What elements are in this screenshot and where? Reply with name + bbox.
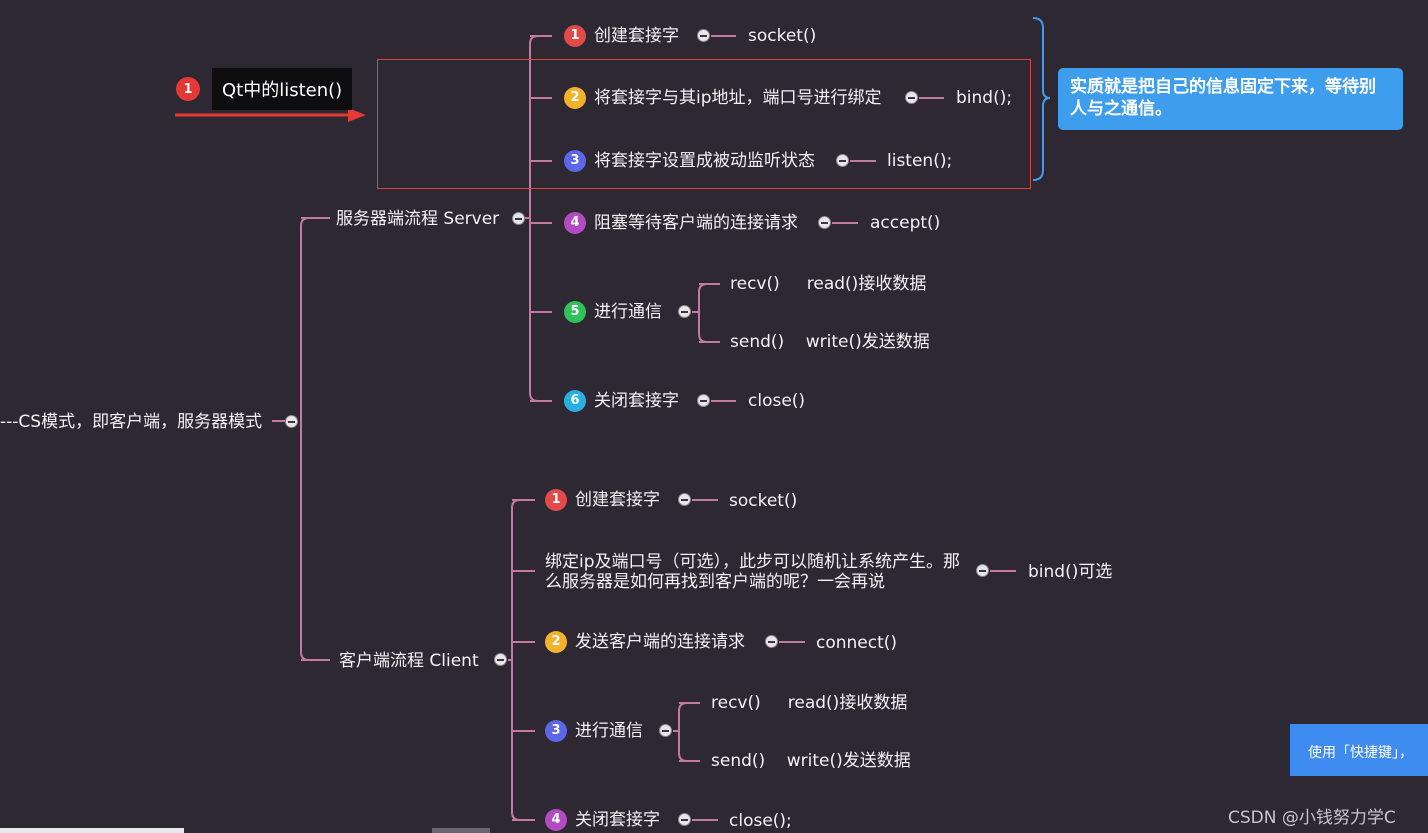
collapse-toggle-icon[interactable] (697, 29, 710, 42)
collapse-toggle-icon[interactable] (836, 154, 849, 167)
collapse-toggle-icon[interactable] (659, 724, 672, 737)
step-badge: 3 (545, 720, 567, 742)
server-step-2[interactable]: 2 将套接字与其ip地址，端口号进行绑定 (564, 87, 882, 109)
client-func-connect[interactable]: connect() (816, 633, 898, 653)
callout-arrowhead (348, 108, 366, 122)
step-badge: 5 (564, 301, 586, 323)
collapse-toggle-icon[interactable] (976, 564, 989, 577)
collapse-toggle-icon[interactable] (512, 212, 525, 225)
client-step-bind[interactable]: 绑定ip及端口号（可选），此步可以随机让系统产生。那么服务器是如何再找到客户端的… (545, 552, 961, 592)
watermark: CSDN @小钱努力学C (1228, 808, 1396, 828)
step-badge: 4 (545, 809, 567, 831)
step-badge: 2 (545, 631, 567, 653)
server-func-socket[interactable]: socket() (748, 26, 817, 46)
client-func-socket[interactable]: socket() (729, 491, 798, 511)
collapse-toggle-icon[interactable] (494, 653, 507, 666)
client-step-1[interactable]: 1 创建套接字 (545, 489, 660, 511)
collapse-toggle-icon[interactable] (765, 635, 778, 648)
scrollbar-thumb[interactable] (432, 828, 490, 833)
summary-bracket (1032, 17, 1051, 181)
collapse-toggle-icon[interactable] (678, 813, 691, 826)
client-step-4[interactable]: 4 关闭套接字 (545, 809, 660, 831)
collapse-toggle-icon[interactable] (285, 415, 298, 428)
server-recv[interactable]: recv() read()接收数据 (730, 274, 927, 294)
server-func-bind[interactable]: bind(); (956, 88, 1013, 108)
step-label: 关闭套接字 (575, 810, 660, 830)
client-func-close[interactable]: close(); (729, 811, 792, 831)
server-step-4[interactable]: 4 阻塞等待客户端的连接请求 (564, 212, 798, 234)
client-send[interactable]: send() write()发送数据 (711, 751, 911, 771)
client-func-bind[interactable]: bind()可选 (1028, 562, 1113, 582)
server-step-5[interactable]: 5 进行通信 (564, 301, 662, 323)
server-step-6[interactable]: 6 关闭套接字 (564, 390, 679, 412)
server-func-close[interactable]: close() (748, 391, 806, 411)
server-topic[interactable]: 服务器端流程 Server (336, 209, 500, 229)
step-label: 将套接字设置成被动监听状态 (594, 151, 815, 171)
collapse-toggle-icon[interactable] (905, 91, 918, 104)
root-topic[interactable]: ---CS模式，即客户端，服务器模式 (0, 412, 263, 432)
client-recv[interactable]: recv() read()接收数据 (711, 693, 908, 713)
server-func-listen[interactable]: listen(); (887, 151, 953, 171)
collapse-toggle-icon[interactable] (678, 305, 691, 318)
client-step-2[interactable]: 2 发送客户端的连接请求 (545, 631, 745, 653)
step-badge: 2 (564, 87, 586, 109)
collapse-toggle-icon[interactable] (678, 493, 691, 506)
callout-badge: 1 (176, 77, 200, 101)
step-badge: 3 (564, 150, 586, 172)
connector-line (511, 499, 521, 821)
step-label: 阻塞等待客户端的连接请求 (594, 213, 798, 233)
scrollbar-track[interactable] (0, 828, 184, 833)
step-label: 进行通信 (594, 302, 662, 322)
collapse-toggle-icon[interactable] (697, 394, 710, 407)
step-label: 进行通信 (575, 721, 643, 741)
step-badge: 4 (564, 212, 586, 234)
step-label: 将套接字与其ip地址，端口号进行绑定 (594, 88, 882, 108)
step-label: 创建套接字 (575, 490, 660, 510)
server-func-accept[interactable]: accept() (870, 213, 941, 233)
server-send[interactable]: send() write()发送数据 (730, 332, 930, 352)
client-step-3[interactable]: 3 进行通信 (545, 720, 643, 742)
server-step-1[interactable]: 1 创建套接字 (564, 25, 679, 47)
callout-label: Qt中的listen() (212, 68, 353, 110)
step-badge: 6 (564, 390, 586, 412)
shortcut-hint-banner[interactable]: 使用「快捷键」， (1290, 724, 1428, 776)
step-badge: 1 (545, 489, 567, 511)
connector-line (678, 702, 688, 762)
step-label: 关闭套接字 (594, 391, 679, 411)
step-label: 创建套接字 (594, 26, 679, 46)
connector-line (698, 283, 708, 343)
client-topic[interactable]: 客户端流程 Client (339, 651, 479, 671)
step-label: 发送客户端的连接请求 (575, 632, 745, 652)
step-badge: 1 (564, 25, 586, 47)
qt-callout: 1 Qt中的listen() (176, 68, 353, 110)
summary-note[interactable]: 实质就是把自己的信息固定下来，等待别人与之通信。 (1058, 68, 1403, 130)
highlight-box (377, 59, 1031, 189)
collapse-toggle-icon[interactable] (818, 216, 831, 229)
server-step-3[interactable]: 3 将套接字设置成被动监听状态 (564, 150, 815, 172)
connector-line (300, 217, 310, 661)
